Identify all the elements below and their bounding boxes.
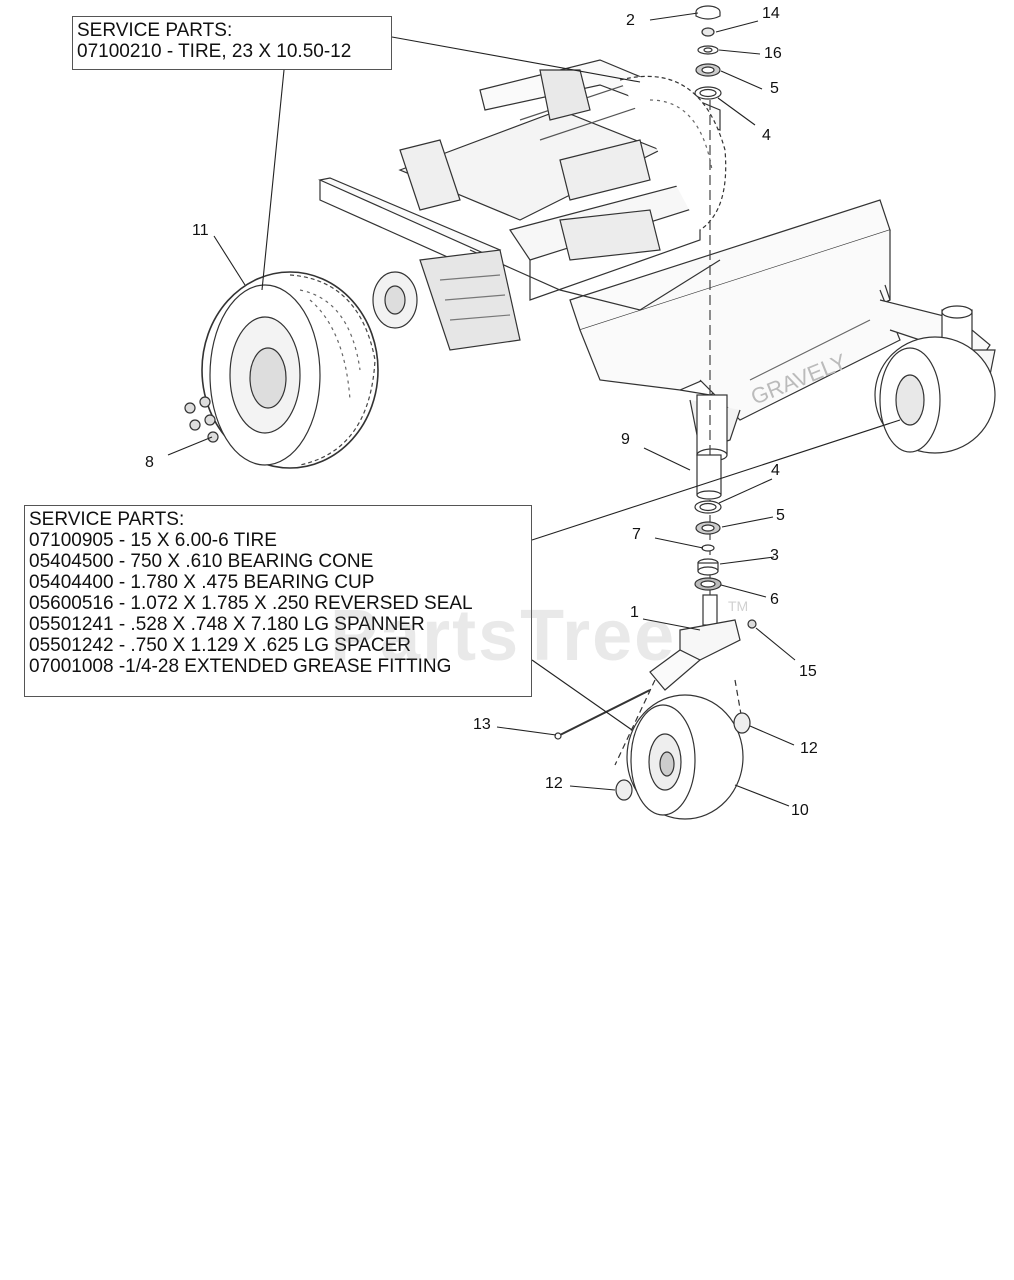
seal <box>694 577 722 591</box>
bearing-cone-bottom <box>695 521 721 535</box>
rear-tire-right <box>619 75 727 231</box>
bearing-cup-bottom <box>694 500 722 514</box>
grease-fitting-top <box>701 27 715 37</box>
spacer <box>697 558 719 576</box>
lug-nuts <box>184 396 219 443</box>
service-parts-box-rear-tire: SERVICE PARTS: 07100210 - TIRE, 23 X 10.… <box>72 16 392 70</box>
callout-4-top: 4 <box>762 127 771 144</box>
service-parts-line: 05600516 - 1.072 X 1.785 X .250 REVERSED… <box>29 593 473 614</box>
front-caster-wheel <box>614 679 744 820</box>
service-parts-line: 05501241 - .528 X .748 X 7.180 LG SPANNE… <box>29 614 425 635</box>
service-parts-line: 05404400 - 1.780 X .475 BEARING CUP <box>29 572 375 593</box>
watermark: PartsTree <box>330 596 677 676</box>
callout-3: 3 <box>770 547 779 564</box>
rear-tire-left <box>201 271 379 469</box>
callout-15: 15 <box>799 663 817 680</box>
o-ring <box>701 544 715 552</box>
dust-cap <box>695 5 721 20</box>
callout-12-right: 12 <box>800 740 818 757</box>
spacer-right <box>733 712 751 734</box>
callout-5-bottom: 5 <box>776 507 785 524</box>
bearing-cup-top <box>694 86 722 100</box>
trademark-mark: TM <box>728 598 749 614</box>
service-parts-box-caster: SERVICE PARTS: 07100905 - 15 X 6.00-6 TI… <box>24 505 532 697</box>
callout-1: 1 <box>630 604 639 621</box>
callout-13: 13 <box>473 716 491 733</box>
callout-16: 16 <box>764 45 782 62</box>
service-parts-line: 07001008 -1/4-28 EXTENDED GREASE FITTING <box>29 656 452 677</box>
callout-5-top: 5 <box>770 80 779 97</box>
spacer-left <box>615 779 633 801</box>
callout-12-left: 12 <box>545 775 563 792</box>
callout-6: 6 <box>770 591 779 608</box>
callout-8: 8 <box>145 454 154 471</box>
callout-2: 2 <box>626 12 635 29</box>
service-parts-line: 07100210 - TIRE, 23 X 10.50-12 <box>77 41 352 62</box>
service-parts-line: 05501242 - .750 X 1.129 X .625 LG SPACER <box>29 635 412 656</box>
spanner-tube <box>696 454 722 500</box>
service-parts-heading: SERVICE PARTS: <box>29 509 185 530</box>
callout-7: 7 <box>632 526 641 543</box>
service-parts-line: 07100905 - 15 X 6.00-6 TIRE <box>29 530 277 551</box>
callout-4-bottom: 4 <box>771 462 780 479</box>
bearing-cone-top <box>695 63 721 77</box>
callout-9: 9 <box>621 431 630 448</box>
axle-bolt <box>554 689 651 740</box>
leader-lines <box>167 12 901 807</box>
service-parts-line: 05404500 - 750 X .610 BEARING CONE <box>29 551 374 572</box>
callout-10: 10 <box>791 802 809 819</box>
wheel-hub <box>372 271 418 329</box>
grease-fitting-side <box>747 619 757 629</box>
mower-frame: GRAVELY <box>318 59 996 462</box>
caster-fork <box>649 594 741 691</box>
callout-14: 14 <box>762 5 780 22</box>
service-parts-heading: SERVICE PARTS: <box>77 20 233 41</box>
washer-top <box>697 45 719 55</box>
callout-11: 11 <box>192 222 209 239</box>
front-caster-wheel-right <box>874 336 996 454</box>
